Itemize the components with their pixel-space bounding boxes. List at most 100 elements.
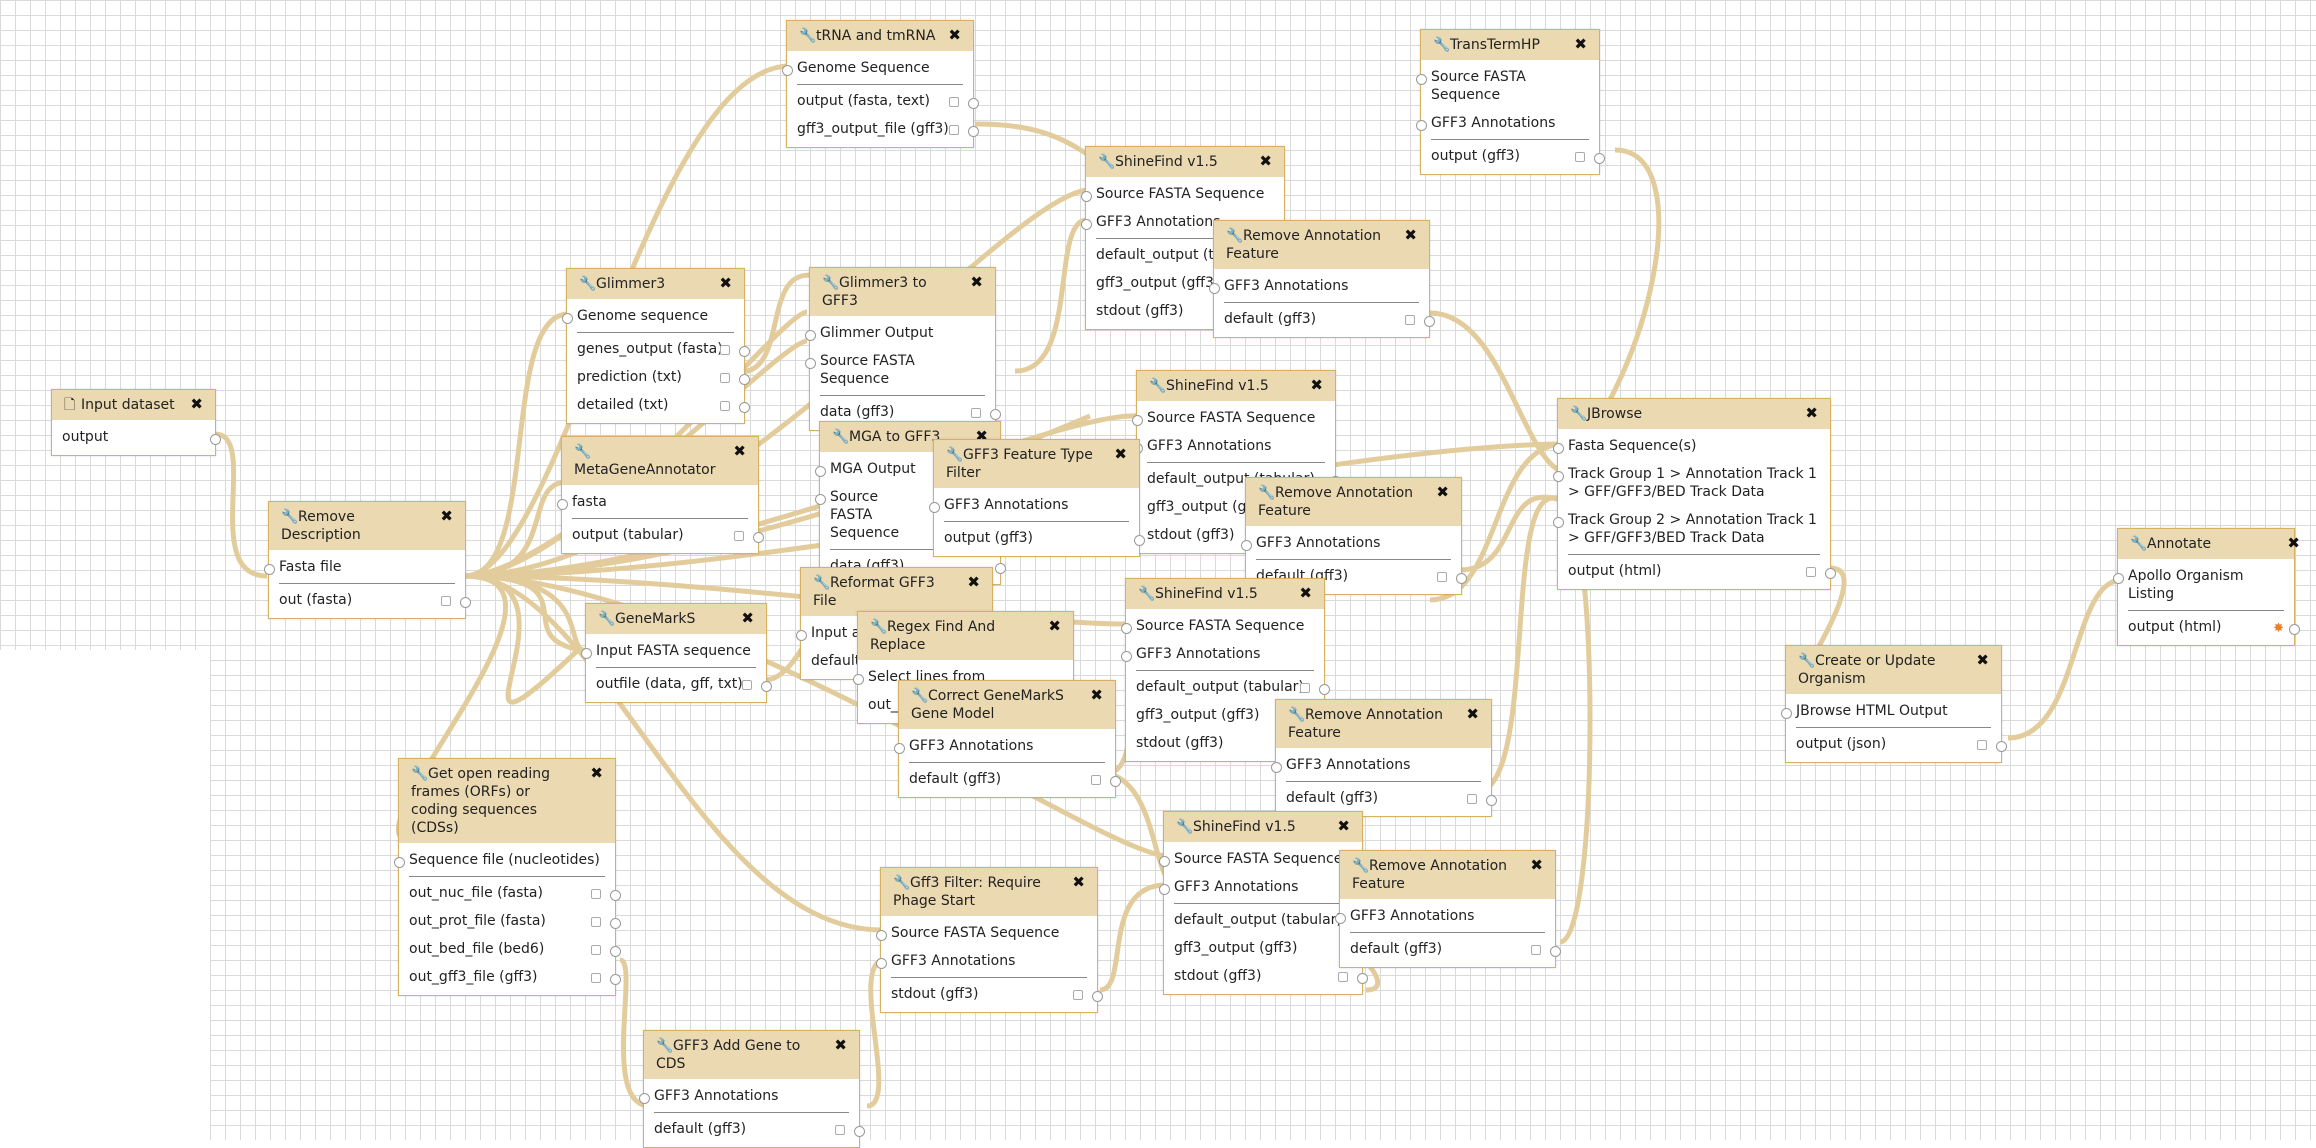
node-get-orfs[interactable]: 🔧Get open reading frames (ORFs) or codin…	[394, 758, 621, 996]
close-icon[interactable]: ✖	[440, 507, 453, 525]
output-checkbox[interactable]	[1806, 567, 1816, 577]
node-input-dataset[interactable]: 🗋Input dataset✖ output	[51, 389, 221, 456]
output-checkbox[interactable]	[591, 889, 601, 899]
output-checkbox[interactable]	[591, 917, 601, 927]
input-port-label[interactable]: GFF3 Annotations	[1335, 902, 1545, 930]
close-icon[interactable]: ✖	[1404, 226, 1417, 244]
input-port-label[interactable]: Source FASTA Sequence	[1081, 180, 1274, 208]
node-shinefind-4[interactable]: 🔧ShineFind v1.5✖ Source FASTA Sequence G…	[1159, 811, 1368, 995]
output-port[interactable]: stdout (gff3)	[1174, 962, 1368, 990]
close-icon[interactable]: ✖	[1072, 873, 1085, 891]
close-icon[interactable]: ✖	[1048, 617, 1061, 635]
input-port-label[interactable]: GFF3 Annotations	[1241, 529, 1451, 557]
close-icon[interactable]: ✖	[1466, 705, 1479, 723]
output-port[interactable]: default (gff3)	[1286, 784, 1497, 812]
output-port-label[interactable]: default_output (tabular)	[1174, 906, 1368, 934]
input-port-label[interactable]: Genome Sequence	[782, 54, 963, 82]
input-port-label[interactable]: Source FASTA Sequence	[805, 347, 985, 393]
output-port[interactable]: default (gff3)	[909, 765, 1121, 793]
output-checkbox[interactable]	[720, 401, 730, 411]
node-annotate[interactable]: 🔧Annotate✖ Apollo Organism Listing outpu…	[2113, 528, 2300, 646]
input-port-label[interactable]: Source FASTA Sequence	[876, 919, 1087, 947]
output-checkbox[interactable]	[971, 408, 981, 418]
node-jbrowse[interactable]: 🔧JBrowse✖ Fasta Sequence(s) Track Group …	[1553, 398, 1836, 590]
output-checkbox[interactable]	[1467, 794, 1477, 804]
output-port[interactable]: output (fasta, text)	[797, 87, 979, 115]
close-icon[interactable]: ✖	[1259, 152, 1272, 170]
output-port[interactable]: output (html)	[1568, 557, 1836, 585]
output-checkbox[interactable]	[949, 97, 959, 107]
output-checkbox[interactable]	[949, 125, 959, 135]
output-port[interactable]: out (fasta)	[279, 586, 471, 614]
node-glimmer3[interactable]: 🔧Glimmer3✖ Genome sequence genes_output …	[562, 268, 750, 424]
output-port[interactable]: out_bed_file (bed6)	[409, 935, 621, 963]
node-remove-description[interactable]: 🔧Remove Description✖ Fasta file out (fas…	[264, 501, 471, 619]
output-port-label[interactable]: gff3_output (gff3)	[1174, 934, 1368, 962]
close-icon[interactable]: ✖	[741, 609, 754, 627]
output-checkbox[interactable]	[1575, 152, 1585, 162]
output-checkbox[interactable]	[1091, 775, 1101, 785]
input-port-label[interactable]: Input FASTA sequence	[581, 637, 756, 665]
node-gff3-add-gene-to-cds[interactable]: 🔧GFF3 Add Gene to CDS✖ GFF3 Annotations …	[639, 1030, 865, 1148]
input-port-label[interactable]: GFF3 Annotations	[639, 1082, 849, 1110]
output-checkbox[interactable]	[1405, 315, 1415, 325]
node-remove-annotation-feature-3[interactable]: 🔧Remove Annotation Feature✖ GFF3 Annotat…	[1271, 699, 1497, 817]
close-icon[interactable]: ✖	[733, 442, 746, 460]
output-port[interactable]: gff3_output_file (gff3)	[797, 115, 979, 143]
output-port-label[interactable]: output	[62, 423, 221, 451]
input-port-label[interactable]: MGA Output	[815, 455, 990, 483]
input-port-label[interactable]: Apollo Organism Listing	[2113, 562, 2284, 608]
output-port[interactable]: genes_output (fasta)	[577, 335, 750, 363]
output-port[interactable]: output (tabular)	[572, 521, 764, 549]
star-icon[interactable]: ✸	[2273, 621, 2284, 636]
input-port-label[interactable]: GFF3 Annotations	[1159, 873, 1352, 901]
output-port[interactable]: out_prot_file (fasta)	[409, 907, 621, 935]
node-gff3-feature-type-filter[interactable]: 🔧GFF3 Feature Type Filter✖ GFF3 Annotati…	[929, 439, 1145, 557]
output-port[interactable]: output (gff3)	[1431, 142, 1605, 170]
close-icon[interactable]: ✖	[590, 764, 603, 782]
node-trna-tmrna[interactable]: 🔧tRNA and tmRNA✖ Genome Sequence output …	[782, 20, 979, 148]
output-checkbox[interactable]	[1977, 740, 1987, 750]
input-port-label[interactable]: GFF3 Annotations	[929, 491, 1129, 519]
output-port[interactable]: default (gff3)	[654, 1115, 865, 1143]
close-icon[interactable]: ✖	[967, 573, 980, 591]
output-checkbox[interactable]	[591, 973, 601, 983]
input-port-label[interactable]: GFF3 Annotations	[1416, 109, 1589, 137]
input-port-label[interactable]: Fasta file	[264, 553, 455, 581]
output-port[interactable]: output (html)✸	[2128, 613, 2300, 641]
node-remove-annotation-feature-2[interactable]: 🔧Remove Annotation Feature✖ GFF3 Annotat…	[1241, 477, 1467, 595]
output-port[interactable]: stdout (gff3)	[891, 980, 1103, 1008]
output-checkbox[interactable]	[441, 596, 451, 606]
input-port-label[interactable]: Glimmer Output	[805, 319, 985, 347]
output-port-label[interactable]: output (gff3)	[944, 524, 1145, 552]
input-port-label[interactable]: Fasta Sequence(s)	[1553, 432, 1820, 460]
input-port-label[interactable]: Source FASTA Sequence	[815, 483, 990, 547]
output-port[interactable]: output (json)	[1796, 730, 2007, 758]
output-port[interactable]: default (gff3)	[1224, 305, 1435, 333]
close-icon[interactable]: ✖	[1114, 445, 1127, 463]
input-port-label[interactable]: Source FASTA Sequence	[1121, 612, 1314, 640]
node-metageneannotator[interactable]: 🔧MetaGeneAnnotator✖ fasta output (tabula…	[557, 436, 764, 554]
close-icon[interactable]: ✖	[1090, 686, 1103, 704]
output-port[interactable]: out_nuc_file (fasta)	[409, 879, 621, 907]
node-genemarks[interactable]: 🔧GeneMarkS✖ Input FASTA sequence outfile…	[581, 603, 772, 703]
output-checkbox[interactable]	[1300, 683, 1310, 693]
node-correct-genemarks[interactable]: 🔧Correct GeneMarkS Gene Model✖ GFF3 Anno…	[894, 680, 1121, 798]
output-checkbox[interactable]	[720, 345, 730, 355]
close-icon[interactable]: ✖	[1574, 35, 1587, 53]
close-icon[interactable]: ✖	[1805, 404, 1818, 422]
close-icon[interactable]: ✖	[1436, 483, 1449, 501]
output-port[interactable]: detailed (txt)	[577, 391, 750, 419]
input-port-label[interactable]: Genome sequence	[562, 302, 734, 330]
close-icon[interactable]: ✖	[719, 274, 732, 292]
input-port-label[interactable]: GFF3 Annotations	[876, 947, 1087, 975]
close-icon[interactable]: ✖	[1337, 817, 1350, 835]
input-port-label[interactable]: GFF3 Annotations	[1209, 272, 1419, 300]
close-icon[interactable]: ✖	[1530, 856, 1543, 874]
close-icon[interactable]: ✖	[970, 273, 983, 291]
input-port-label[interactable]: Source FASTA Sequence	[1132, 404, 1325, 432]
close-icon[interactable]: ✖	[834, 1036, 847, 1054]
close-icon[interactable]: ✖	[2287, 534, 2300, 552]
output-checkbox[interactable]	[591, 945, 601, 955]
input-port-label[interactable]: Track Group 1 > Annotation Track 1 > GFF…	[1553, 460, 1820, 506]
